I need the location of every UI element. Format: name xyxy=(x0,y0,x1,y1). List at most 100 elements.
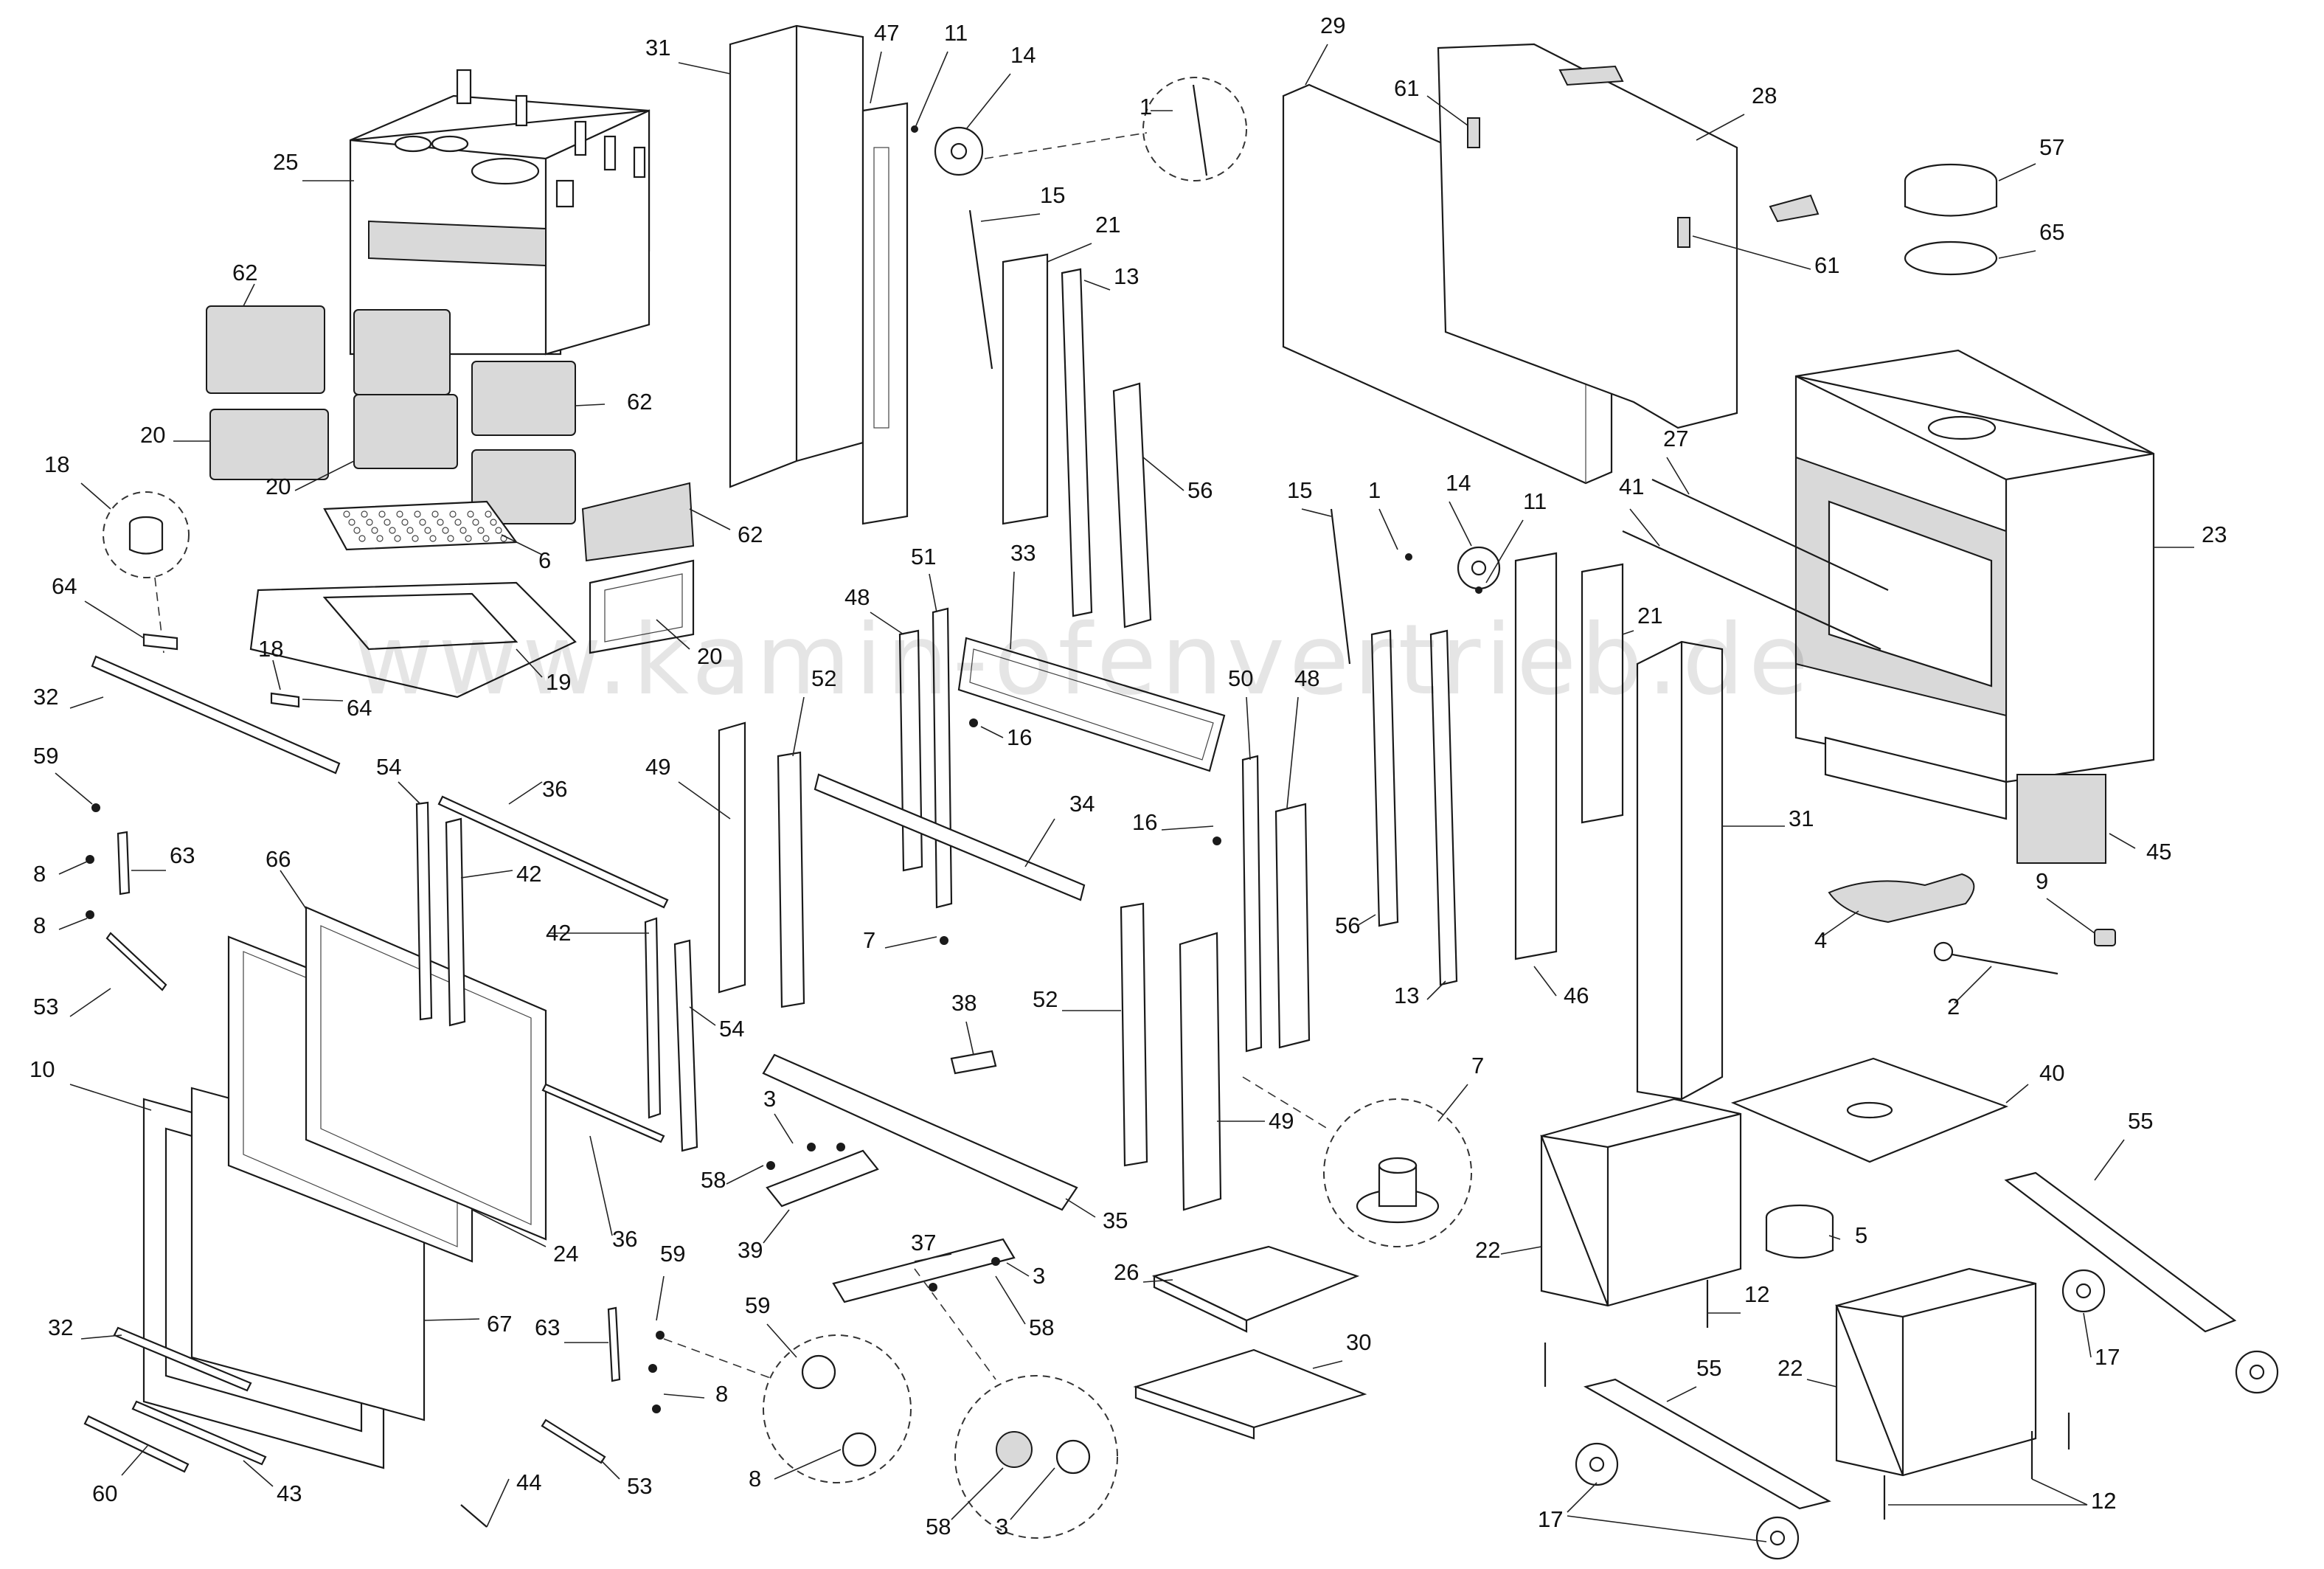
grate-hole xyxy=(378,510,386,518)
callout-leader-65 xyxy=(1998,250,2036,259)
callout-label-12: 12 xyxy=(2091,1488,2116,1514)
callout-label-39: 39 xyxy=(738,1237,763,1263)
callout-leader-48 xyxy=(1286,696,1299,808)
callout-leader-62 xyxy=(575,403,606,406)
callout-label-64: 64 xyxy=(347,695,372,721)
callout-label-8: 8 xyxy=(33,861,46,887)
callout-label-33: 33 xyxy=(1010,540,1036,566)
callout-label-59: 59 xyxy=(33,743,58,769)
part-61-springs xyxy=(1467,117,1690,248)
callout-leader-13 xyxy=(1426,980,1446,1000)
callout-label-30: 30 xyxy=(1346,1329,1371,1355)
callout-label-31: 31 xyxy=(1789,806,1814,831)
callout-leader-8 xyxy=(774,1449,842,1480)
callout-label-6: 6 xyxy=(538,547,551,573)
callout-label-26: 26 xyxy=(1114,1259,1139,1285)
callout-label-46: 46 xyxy=(1564,983,1589,1008)
callout-leader-36 xyxy=(589,1135,613,1236)
callout-label-60: 60 xyxy=(92,1480,117,1506)
callout-leader-28 xyxy=(1696,114,1745,141)
part-detail-lower xyxy=(663,125,1482,1539)
grate-hole xyxy=(419,519,426,526)
callout-label-1: 1 xyxy=(1368,477,1381,503)
grate-hole xyxy=(490,519,497,526)
callout-label-13: 13 xyxy=(1114,263,1139,289)
callout-label-36: 36 xyxy=(612,1226,637,1252)
callout-label-45: 45 xyxy=(2146,839,2171,865)
callout-leader-18 xyxy=(80,482,111,510)
callout-label-4: 4 xyxy=(1814,927,1827,953)
callout-leader-3 xyxy=(1006,1262,1030,1277)
callout-label-8: 8 xyxy=(715,1381,728,1407)
callout-label-20: 20 xyxy=(697,643,722,669)
part-18-detail xyxy=(103,491,190,654)
callout-layer: 2562202062662201864186419325988635310665… xyxy=(30,13,2227,1542)
callout-leader-52 xyxy=(792,696,805,757)
callout-leader-3 xyxy=(1010,1467,1055,1520)
callout-leader-34 xyxy=(1024,818,1055,867)
callout-label-11: 11 xyxy=(1523,488,1547,514)
callout-label-49: 49 xyxy=(645,754,670,780)
callout-leader-16 xyxy=(980,726,1004,738)
callout-label-28: 28 xyxy=(1752,83,1777,108)
callout-label-53: 53 xyxy=(627,1473,652,1499)
callout-leader-33 xyxy=(1010,571,1015,650)
callout-label-61: 61 xyxy=(1394,75,1419,101)
callout-leader-5 xyxy=(1828,1235,1841,1240)
callout-label-21: 21 xyxy=(1637,603,1662,628)
part-small-left xyxy=(83,795,698,1528)
part-34-bar xyxy=(814,773,1086,901)
callout-leader-40 xyxy=(2005,1084,2029,1104)
part-37-bracket xyxy=(832,1238,1016,1303)
callout-leader-36 xyxy=(508,781,543,805)
grate-hole xyxy=(412,535,419,542)
callout-leader-37 xyxy=(914,1253,952,1262)
part-55-rails xyxy=(1584,1171,2237,1510)
watermark-text: www.kamin-ofenvertrieb.de xyxy=(354,603,1813,717)
callout-label-62: 62 xyxy=(627,389,652,415)
callout-leader-58 xyxy=(726,1165,764,1185)
part-31-panel-left xyxy=(729,24,864,488)
grate-hole xyxy=(384,519,391,526)
part-27-41-rods xyxy=(1622,479,1889,651)
callout-leader-8 xyxy=(663,1393,705,1399)
callout-leader-57 xyxy=(1998,163,2036,181)
callout-leader-12 xyxy=(2031,1478,2088,1506)
callout-label-32: 32 xyxy=(33,684,58,710)
callout-label-36: 36 xyxy=(542,776,567,802)
part-56-rails xyxy=(1112,382,1399,927)
callout-label-17: 17 xyxy=(2095,1344,2120,1370)
part-46-channel xyxy=(1514,552,1558,960)
part-57-65-rings xyxy=(1904,163,1998,276)
callout-label-13: 13 xyxy=(1394,983,1419,1008)
callout-leader-16 xyxy=(1161,825,1214,831)
callout-leader-39 xyxy=(763,1209,790,1244)
callout-leader-17 xyxy=(2083,1312,2092,1358)
callout-label-27: 27 xyxy=(1663,426,1688,451)
callout-leader-17 xyxy=(1567,1515,1767,1542)
grate-hole xyxy=(348,519,355,526)
callout-leader-29 xyxy=(1305,44,1328,86)
callout-leader-58 xyxy=(995,1275,1026,1325)
part-32-bar-top xyxy=(91,655,341,775)
callout-leader-7 xyxy=(1437,1084,1468,1122)
callout-leader-8 xyxy=(58,918,88,930)
callout-label-55: 55 xyxy=(1696,1355,1721,1381)
part-13-rails xyxy=(1061,268,1458,986)
callout-label-58: 58 xyxy=(701,1167,726,1193)
callout-label-61: 61 xyxy=(1814,252,1839,278)
grate-hole xyxy=(442,527,449,534)
callout-leader-15 xyxy=(1301,508,1332,517)
part-40-plate xyxy=(1730,1057,2009,1163)
grate-hole xyxy=(465,535,472,542)
callout-leader-55 xyxy=(2094,1139,2125,1181)
callout-label-16: 16 xyxy=(1132,809,1157,835)
callout-label-40: 40 xyxy=(2039,1060,2064,1086)
callout-label-14: 14 xyxy=(1010,42,1036,68)
callout-leader-54 xyxy=(398,781,421,805)
callout-leader-3 xyxy=(774,1113,794,1144)
callout-leader-11 xyxy=(914,51,948,130)
callout-label-50: 50 xyxy=(1228,665,1253,691)
callout-leader-45 xyxy=(2109,833,2136,849)
